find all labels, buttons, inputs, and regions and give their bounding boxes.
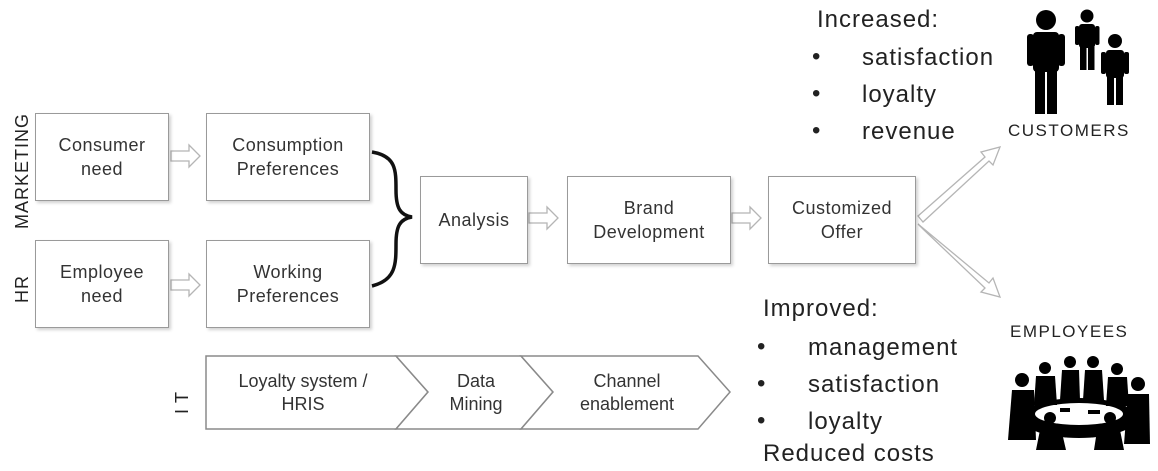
consumer-need-box: Consumer need	[35, 113, 169, 201]
merge-brace	[371, 150, 413, 288]
arrow-offer-to-customers	[917, 146, 1002, 223]
employees-bullet-marker: •	[757, 333, 766, 360]
working-preferences-box: Working Preferences	[206, 240, 370, 328]
employee-need-box: Employee need	[35, 240, 169, 328]
customers-bullet-2: loyalty	[862, 81, 938, 108]
customers-bullet-1: satisfaction	[862, 44, 995, 71]
customized-offer-box: Customized Offer	[768, 176, 916, 264]
chevron-label-data-mining: Data Mining	[449, 370, 503, 414]
marketing-label: MARKETING	[12, 112, 32, 229]
chevron-channel-enablement	[519, 355, 731, 430]
customers-bullet-3: revenue	[862, 118, 956, 145]
customers-bullet-marker: •	[812, 43, 821, 70]
arrow-analysis-to-brand	[528, 205, 559, 231]
customers-people-icon	[1027, 9, 1129, 114]
employees-footer: Reduced costs	[763, 440, 935, 467]
arrow-employee-to-working	[170, 272, 201, 298]
employees-bullet-marker: •	[757, 370, 766, 397]
customers-bullet-marker: •	[812, 117, 821, 144]
customers-label: CUSTOMERS	[1008, 121, 1130, 140]
customers-bullet-marker: •	[812, 80, 821, 107]
employees-bullet-1: management	[808, 334, 959, 361]
consumption-preferences-box: Consumption Preferences	[206, 113, 370, 201]
employees-bullet-marker: •	[757, 407, 766, 434]
arrow-brand-to-offer	[731, 205, 762, 231]
arrow-offer-to-employees	[917, 223, 1002, 298]
chevron-label-loyalty-system: Loyalty system / HRIS	[238, 370, 368, 414]
customers-heading: Increased:	[817, 6, 940, 33]
analysis-box: Analysis	[420, 176, 528, 264]
arrow-consumer-to-consumption	[170, 143, 201, 169]
employees-label: EMPLOYEES	[1010, 322, 1129, 341]
brand-development-box: Brand Development	[567, 176, 731, 264]
employees-meeting-icon	[1006, 346, 1152, 450]
employees-heading: Improved:	[763, 295, 879, 322]
chevron-label-channel-enablement: Channel enablement	[579, 370, 675, 414]
hr-label: HR	[12, 275, 32, 303]
employees-bullet-3: loyalty	[808, 408, 884, 435]
employees-bullet-2: satisfaction	[808, 371, 941, 398]
it-label: IT	[172, 386, 192, 414]
